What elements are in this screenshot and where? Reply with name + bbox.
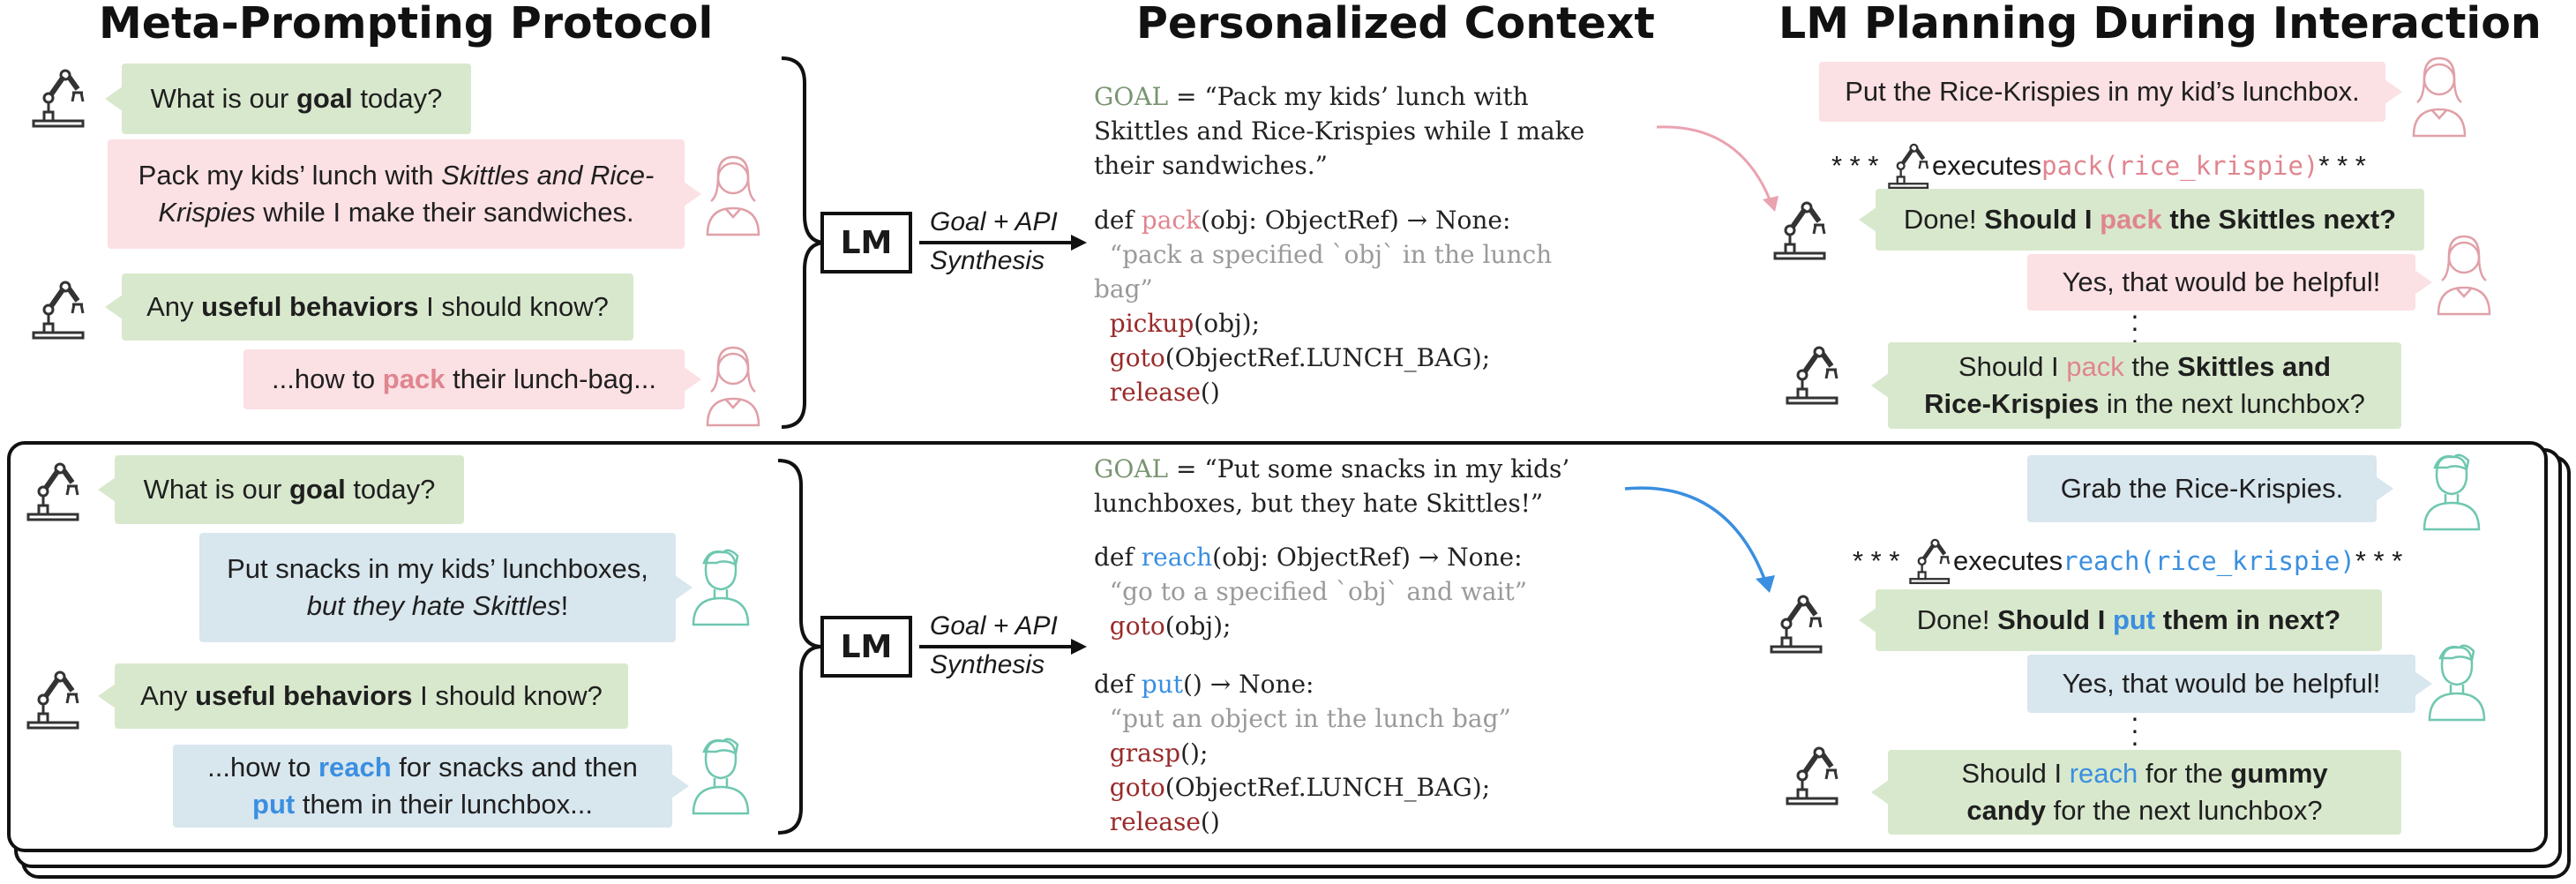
executes-line: * * * executes pack(rice_krispie) * * * <box>1831 141 2366 191</box>
heading-meta-prompting: Meta-Prompting Protocol <box>99 0 714 49</box>
robot-icon <box>1907 536 1953 586</box>
arrow <box>919 235 1087 251</box>
lm-box: LM <box>820 212 912 273</box>
robot-icon <box>26 455 81 528</box>
curved-arrow <box>1624 486 1775 593</box>
person-icon <box>2437 235 2491 316</box>
robot-icon <box>1773 194 1828 266</box>
executes-line: * * * executes reach(rice_krispie) * * * <box>1853 536 2402 586</box>
goal-code: GOAL = “Put some snacks in my kids’ lunc… <box>1094 454 1570 518</box>
robot-icon <box>1886 141 1932 191</box>
curved-arrow <box>1656 125 1778 212</box>
person-icon <box>706 155 760 236</box>
answer-behaviors: ...how to pack their lunch-bag... <box>243 349 701 409</box>
question-behaviors: Any useful behaviors I should know? <box>105 273 633 341</box>
question-goal: What is our goal today? <box>98 455 464 524</box>
api-code-reach: def reach(obj: ObjectRef) → None: “go to… <box>1094 543 1528 641</box>
robot-icon <box>1770 588 1824 660</box>
user-command: Grab the Rice-Krispies. <box>2027 455 2393 522</box>
person-icon <box>692 549 750 626</box>
person-icon <box>706 346 760 427</box>
robot-icon <box>1786 739 1840 812</box>
person-icon <box>692 738 750 815</box>
heading-lm-planning: LM Planning During Interaction <box>1778 0 2542 49</box>
goal-code: GOAL = “Pack my kids’ lunch with Skittle… <box>1094 82 1585 180</box>
question-behaviors: Any useful behaviors I should know? <box>98 663 628 729</box>
answer-goal: Put snacks in my kids’ lunchboxes,but th… <box>199 533 693 642</box>
answer-goal: Pack my kids’ lunch with Skittles and Ri… <box>108 139 701 249</box>
robot-icon <box>26 663 81 736</box>
user-command: Put the Rice-Krispies in my kid’s lunchb… <box>1819 62 2402 122</box>
api-code-pack: def pack(obj: ObjectRef) → None: “pack a… <box>1094 206 1553 407</box>
user-reply: Yes, that would be helpful! <box>2027 254 2432 311</box>
robot-icon <box>32 273 86 346</box>
ellipsis: ··· <box>2130 701 2140 758</box>
robot-icon <box>32 62 86 134</box>
api-code-put: def put() → None: “put an object in the … <box>1094 670 1511 836</box>
heading-personalized-context: Personalized Context <box>1136 0 1655 49</box>
robot-icon <box>1786 339 1840 411</box>
person-icon <box>2412 56 2467 138</box>
ellipsis: ··· <box>2130 299 2140 356</box>
robot-response: Done! Should I put them in next? <box>1859 589 2382 651</box>
person-icon <box>2422 453 2481 531</box>
person-icon <box>2428 644 2486 722</box>
arrow <box>919 639 1087 655</box>
brace <box>777 459 823 835</box>
question-goal: What is our goal today? <box>105 64 471 134</box>
lm-box: LM <box>820 616 912 678</box>
robot-response: Done! Should I pack the Skittles next? <box>1859 189 2424 251</box>
user-reply: Yes, that would be helpful! <box>2027 655 2432 713</box>
